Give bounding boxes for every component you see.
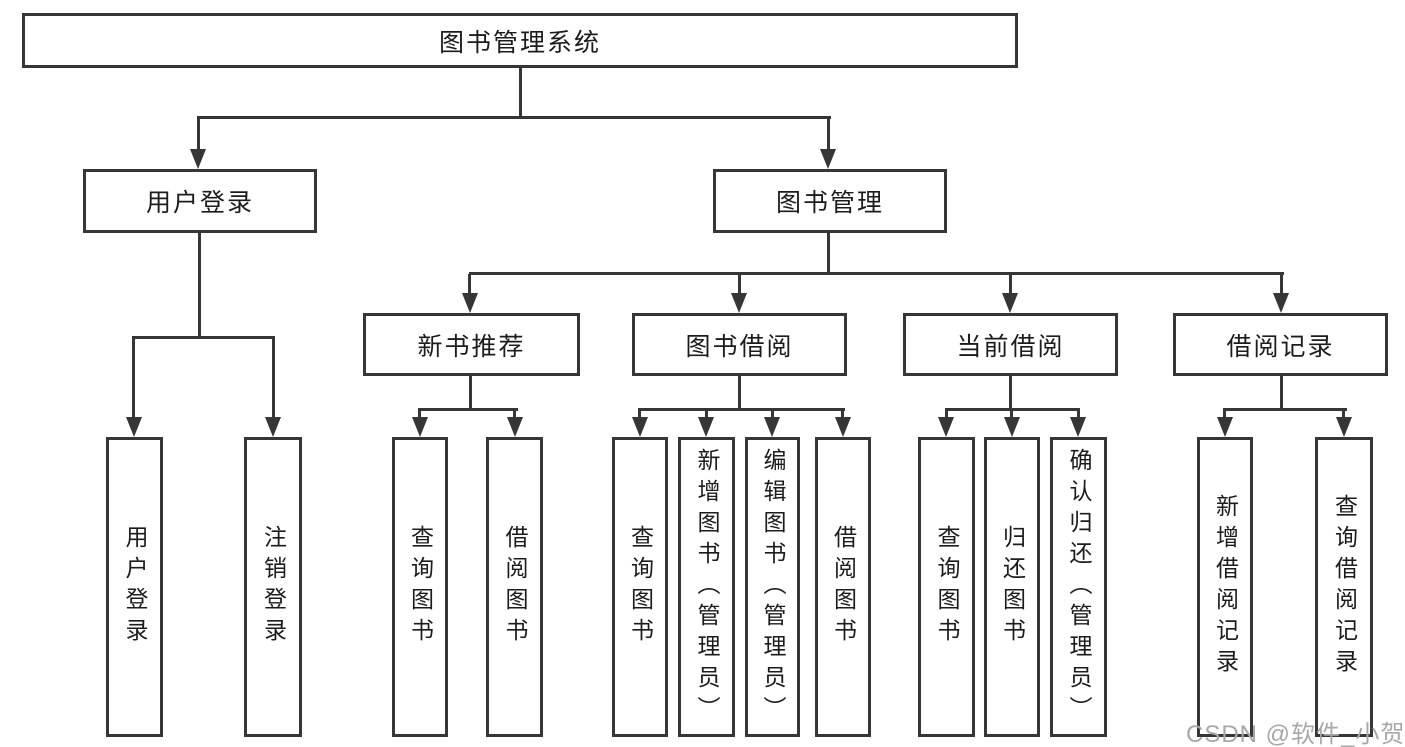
node-current-borrowing: 当前借阅 bbox=[903, 313, 1118, 376]
connector-line bbox=[827, 231, 830, 274]
connector-line bbox=[1223, 408, 1347, 411]
arrowhead bbox=[938, 417, 954, 437]
node-book-borrowing: 图书借阅 bbox=[632, 313, 847, 376]
connector-line bbox=[945, 410, 948, 418]
arrowhead bbox=[507, 417, 523, 437]
leaf-query-books-recommend: 查询图书 bbox=[392, 437, 448, 737]
connector-line bbox=[1342, 410, 1345, 418]
connector-line bbox=[197, 118, 200, 150]
connector-line bbox=[1077, 410, 1080, 418]
arrowhead bbox=[632, 417, 648, 437]
connector-line bbox=[1010, 410, 1013, 418]
connector-line bbox=[841, 410, 844, 418]
leaf-query-borrow-record: 查询借阅记录 bbox=[1315, 437, 1373, 737]
arrowhead bbox=[265, 417, 281, 437]
connector-line bbox=[418, 408, 518, 411]
connector-line bbox=[638, 410, 641, 418]
connector-line bbox=[132, 338, 135, 418]
connector-line bbox=[198, 231, 201, 338]
connector-line bbox=[705, 410, 708, 418]
connector-line bbox=[519, 66, 522, 118]
connector-line bbox=[468, 274, 471, 294]
leaf-borrow-books: 借阅图书 bbox=[815, 437, 871, 737]
node-user-login: 用户登录 bbox=[83, 169, 317, 233]
leaf-user-login: 用户登录 bbox=[106, 437, 163, 737]
connector-line bbox=[738, 274, 741, 294]
arrowhead bbox=[1336, 417, 1352, 437]
connector-line bbox=[738, 374, 741, 410]
connector-line bbox=[945, 408, 1080, 411]
connector-line bbox=[469, 272, 1284, 275]
connector-line bbox=[272, 338, 275, 418]
connector-line bbox=[1223, 410, 1226, 418]
connector-line bbox=[418, 410, 421, 418]
arrowhead bbox=[731, 293, 747, 313]
leaf-return-books: 归还图书 bbox=[984, 437, 1040, 737]
connector-line bbox=[1280, 374, 1283, 410]
arrowhead bbox=[835, 417, 851, 437]
leaf-add-borrow-record: 新增借阅记录 bbox=[1197, 437, 1253, 737]
csdn-watermark: CSDN @软件_小贺同学 bbox=[1186, 721, 1405, 747]
leaf-borrow-books-recommend: 借阅图书 bbox=[486, 437, 543, 737]
connector-line bbox=[1009, 274, 1012, 294]
connector-line bbox=[513, 410, 516, 418]
arrowhead bbox=[190, 149, 206, 169]
arrowhead bbox=[462, 293, 478, 313]
arrowhead bbox=[412, 417, 428, 437]
connector-line bbox=[197, 116, 831, 119]
node-library-system: 图书管理系统 bbox=[22, 13, 1018, 68]
connector-line bbox=[469, 374, 472, 410]
connector-line bbox=[638, 408, 845, 411]
leaf-query-books-borrowing: 查询图书 bbox=[612, 437, 668, 737]
connector-line bbox=[771, 410, 774, 418]
arrowhead bbox=[698, 417, 714, 437]
arrowhead bbox=[1070, 417, 1086, 437]
leaf-confirm-return-admin: 确认归还（管理员） bbox=[1050, 437, 1107, 737]
connector-line bbox=[827, 118, 830, 150]
arrowhead bbox=[1004, 417, 1020, 437]
node-borrowing-records: 借阅记录 bbox=[1173, 313, 1388, 376]
leaf-add-book-admin: 新增图书（管理员） bbox=[678, 437, 735, 737]
arrowhead bbox=[1002, 293, 1018, 313]
connector-line bbox=[1009, 374, 1012, 410]
leaf-edit-book-admin: 编辑图书（管理员） bbox=[745, 437, 800, 737]
node-book-management: 图书管理 bbox=[713, 169, 947, 233]
arrowhead bbox=[764, 417, 780, 437]
arrowhead bbox=[820, 149, 836, 169]
connector-line bbox=[1280, 274, 1283, 294]
arrowhead bbox=[1273, 293, 1289, 313]
leaf-query-books-current: 查询图书 bbox=[918, 437, 975, 737]
arrowhead bbox=[1217, 417, 1233, 437]
leaf-logout: 注销登录 bbox=[244, 437, 302, 737]
arrowhead bbox=[126, 417, 142, 437]
node-new-book-recommend: 新书推荐 bbox=[363, 313, 580, 376]
connector-line bbox=[132, 336, 275, 339]
